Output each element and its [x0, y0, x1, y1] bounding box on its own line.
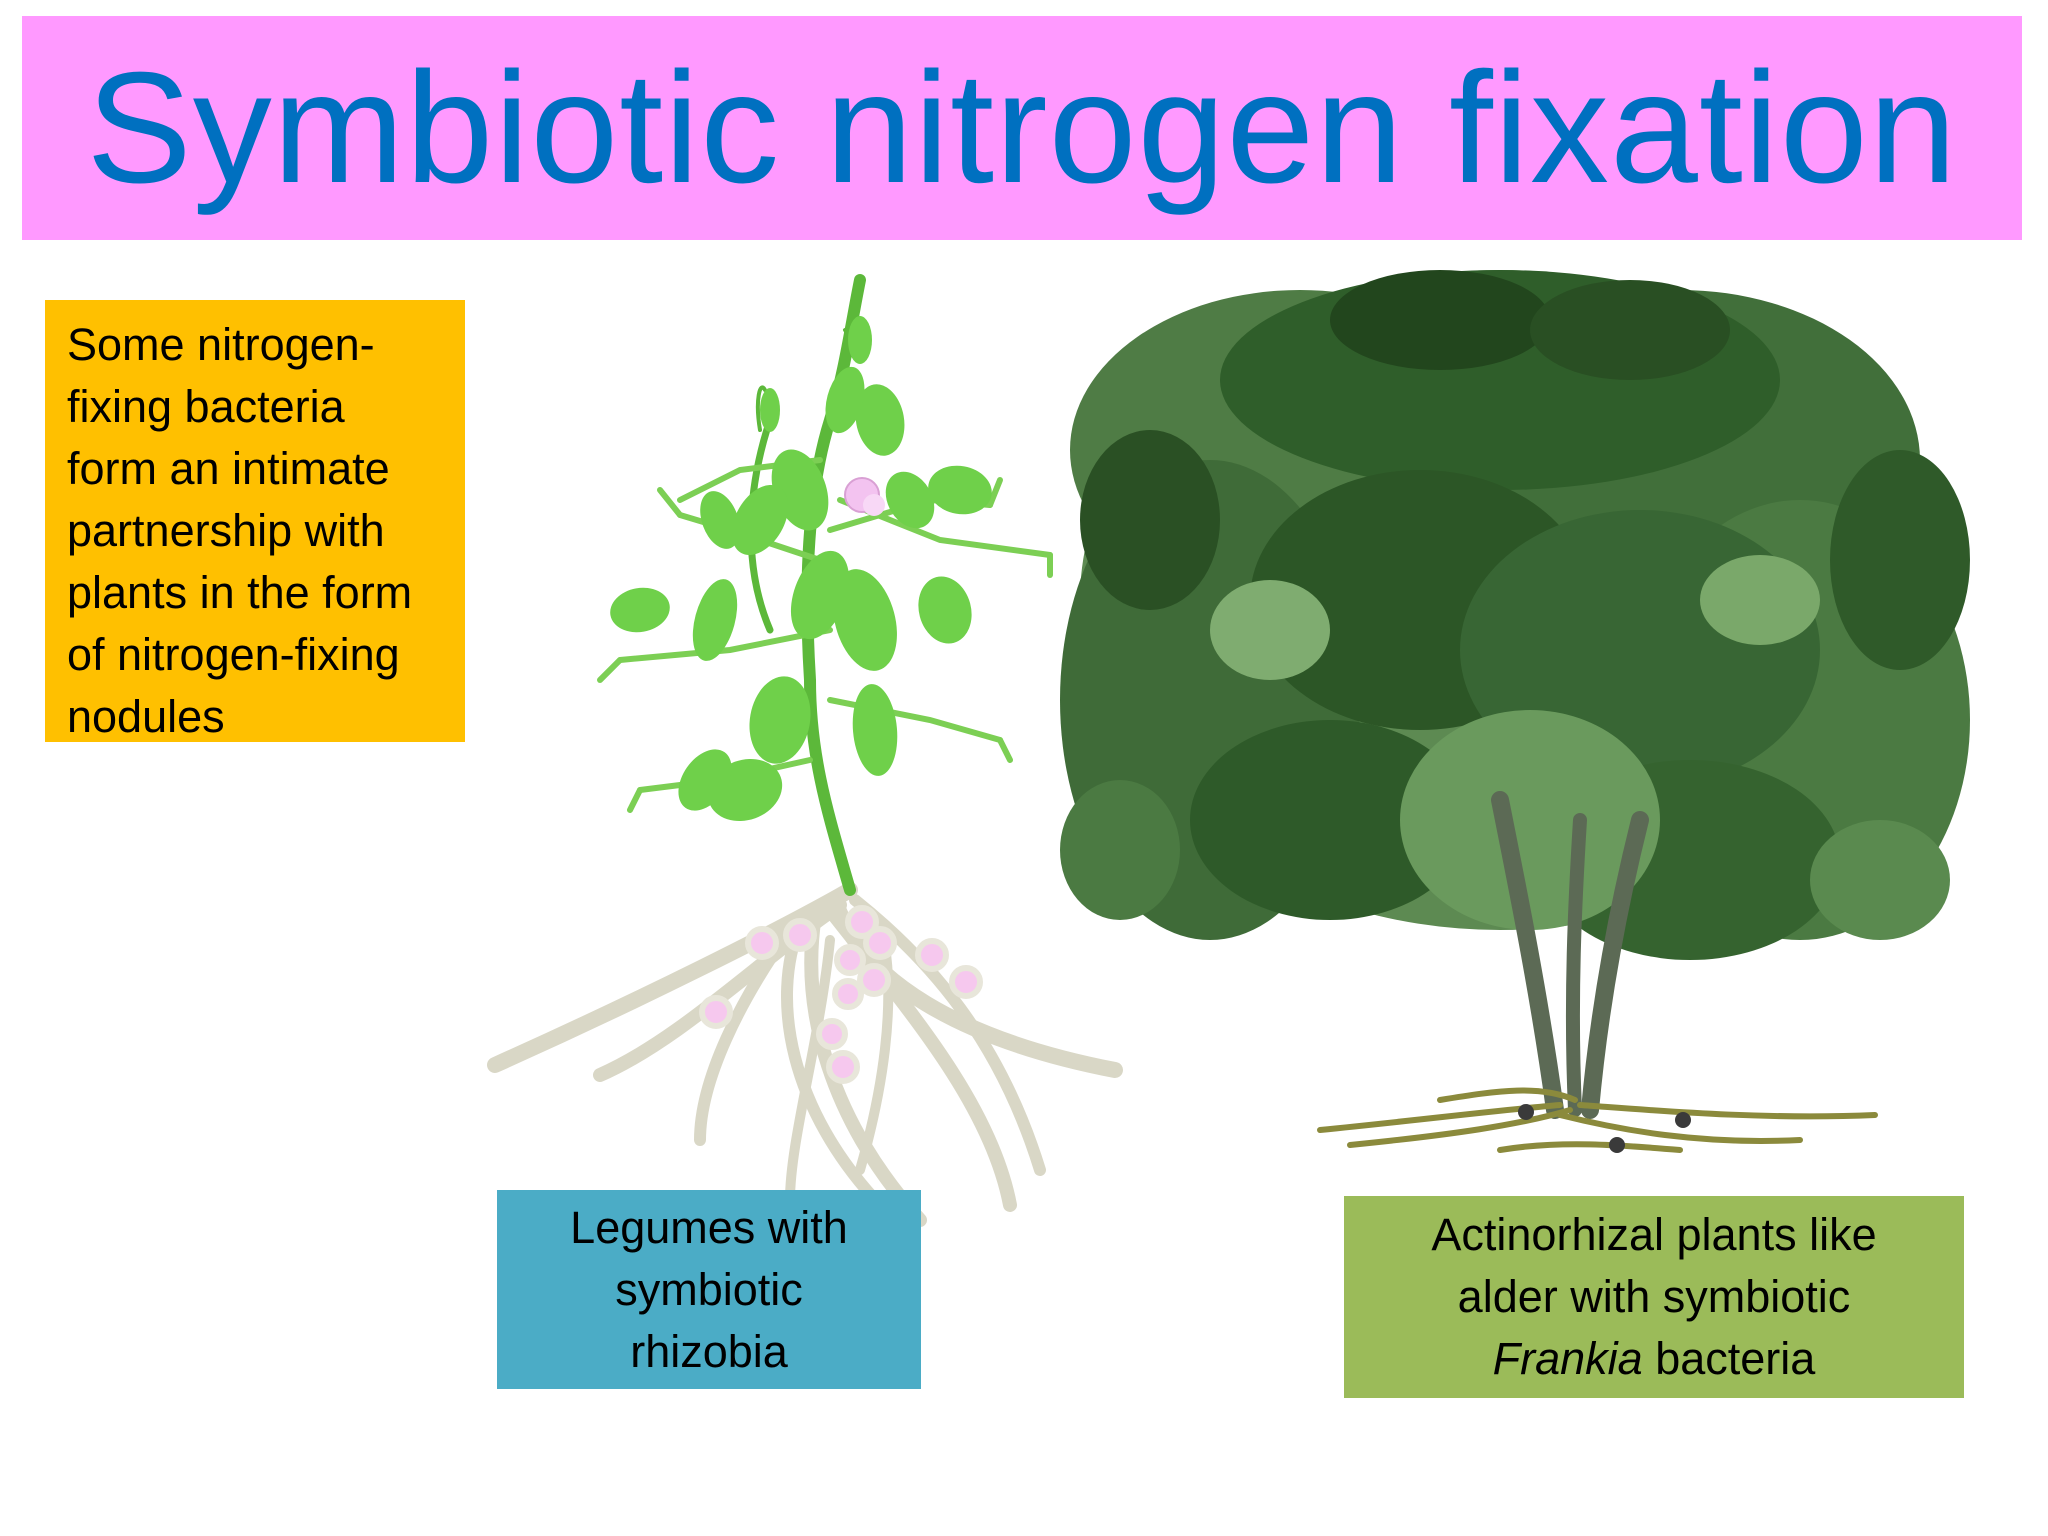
alder-trunks	[1491, 791, 1649, 1119]
alder-roots	[1317, 1087, 1878, 1153]
title-banner: Symbiotic nitrogen fixation	[22, 16, 2022, 240]
alder-caption-text-after: bacteria	[1642, 1333, 1816, 1384]
pea-flower	[844, 477, 885, 516]
alder-canopy	[1060, 270, 1970, 960]
frankia-label: Frankia	[1492, 1333, 1643, 1384]
alder-caption-text: Actinorhizal plants like alder with symb…	[1384, 1204, 1924, 1390]
legume-caption-text: Legumes with symbiotic rhizobia	[570, 1201, 848, 1377]
intro-callout: Some nitrogen-fixing bacteria form an in…	[45, 300, 465, 742]
legume-nodules	[699, 905, 983, 1084]
legume-caption: Legumes with symbiotic rhizobia	[497, 1190, 921, 1389]
alder-caption: Actinorhizal plants like alder with symb…	[1344, 1196, 1964, 1398]
slide-title: Symbiotic nitrogen fixation	[86, 40, 1958, 216]
legume-leaves	[610, 316, 992, 822]
intro-text: Some nitrogen-fixing bacteria form an in…	[67, 319, 413, 742]
alder-nodules	[1518, 1104, 1691, 1153]
alder-caption-text-before: Actinorhizal plants like alder with symb…	[1431, 1209, 1877, 1322]
